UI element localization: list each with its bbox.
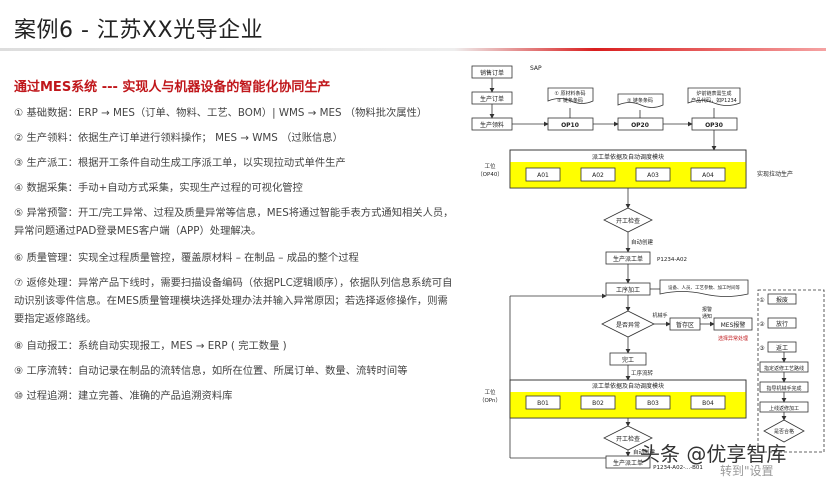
cell-b01 <box>525 395 561 410</box>
band1-label-1: 工位 <box>484 162 496 170</box>
diamond-qualified <box>763 419 805 443</box>
cell-b02 <box>580 395 616 410</box>
num-2: ② <box>759 321 765 328</box>
po-code-2-label: P1234-A02-...-B01 <box>653 465 703 471</box>
title-divider <box>0 48 826 51</box>
rework-process-label: 上线返修加工 <box>769 405 799 412</box>
list-item: ⑦ 返修处理：异常产品下线时，需要扫描设备编码（依据PLC逻辑顺序），依据队列信… <box>14 277 453 325</box>
list-item: ⑤ 异常预警：开工/完工异常、过程及质量异常等信息，MES将通过智能手表方式通知… <box>14 207 454 237</box>
flow-label: 工序流转 <box>631 369 654 377</box>
feature-list: ① 基础数据：ERP → MES（订单、物料、工艺、BOM）| WMS → ME… <box>14 104 454 412</box>
cell-b01-label: B01 <box>537 400 549 407</box>
alarm-label-2: 通知 <box>702 313 712 320</box>
box-dispatch-order-2 <box>605 455 651 469</box>
route-label: 指定返修工艺路线 <box>764 365 804 372</box>
cell-b03-label: B03 <box>647 400 659 407</box>
num-1: ① <box>759 297 764 304</box>
label-sales-order: 销售订单 <box>480 69 504 77</box>
label-op30: OP30 <box>705 122 723 129</box>
doc3-line2: 产品代码，如P1234 <box>691 97 737 104</box>
start-check-label: 开工检查 <box>616 217 640 225</box>
cell-a02-label: A02 <box>592 172 604 179</box>
rework-area <box>757 289 825 453</box>
page-title: 案例6 - 江苏XX光导企业 <box>14 18 264 43</box>
doc2-label: ② 链条条码 <box>627 97 653 104</box>
process-flow-diagram: SAP 销售订单 生产订单 生产领料 OP10 OP20 OP30 ① 原材料条… <box>471 65 825 471</box>
cell-b04 <box>690 395 726 410</box>
watermark: 头条 @优享智库 <box>640 442 787 466</box>
scrap-label: 报废 <box>776 296 788 304</box>
done-label: 完工 <box>622 356 634 364</box>
label-production-order: 生产订单 <box>480 95 504 103</box>
release-label: 放行 <box>776 320 788 328</box>
band1-label-2: （OP40） <box>477 171 503 178</box>
subtitle: 通过MES系统 --- 实现人与机器设备的智能化协同生产 <box>14 80 331 95</box>
box-rework <box>767 341 797 353</box>
list-item: ② 生产领料：依据生产订单进行领料操作； MES → WMS （过账信息） <box>14 132 343 144</box>
box-scrap <box>767 293 797 305</box>
dispatch-title-2: 派工单依据及自动调度模块 <box>592 382 664 390</box>
cell-b03 <box>635 395 671 410</box>
label-material: 生产领料 <box>480 121 504 129</box>
doc1-line1: ① 原材料条码 <box>554 90 585 97</box>
auto-create-2-label: 自动创建 <box>633 448 656 456</box>
cell-a01-label: A01 <box>537 172 549 179</box>
cell-a04-label: A04 <box>702 172 714 179</box>
label-op10: OP10 <box>561 122 579 129</box>
doc-shape <box>687 87 741 106</box>
box-mes-alarm <box>713 317 753 331</box>
dispatch-title-1: 派工单依据及自动调度模块 <box>592 153 664 161</box>
dispatch-order-label: 生产派工单 <box>613 255 643 263</box>
watermark-sub: 转到"设置 <box>720 464 774 478</box>
list-item: ③ 生产派工：根据开工条件自动生成工序派工单，以实现拉动式单件生产 <box>14 157 346 169</box>
manipulator-label-1: 机械手 <box>652 312 667 319</box>
pull-label: 实现拉动生产 <box>757 170 793 178</box>
cell-a03-label: A03 <box>647 172 659 179</box>
alarm-label-1: 报警 <box>702 306 712 313</box>
box-release <box>767 317 797 329</box>
band2-label-2: （OPn） <box>479 397 501 404</box>
dispatch-order-2-label: 生产派工单 <box>613 459 643 467</box>
cell-b02-label: B02 <box>592 400 604 407</box>
start-check-2-label: 开工检查 <box>616 435 640 443</box>
phone-note: 选择异常处理 <box>718 335 748 342</box>
rework-label: 返工 <box>776 345 788 352</box>
num-3: ③ <box>759 345 764 352</box>
auto-create-label: 自动创建 <box>631 238 654 246</box>
doc1-line2: ② 链条条码 <box>557 97 583 104</box>
mes-alarm-label: MES报警 <box>721 321 746 329</box>
cell-a02 <box>580 167 616 182</box>
cell-a04 <box>690 167 726 182</box>
doc-shape <box>547 87 594 104</box>
qualified-label: 是否合格 <box>774 428 794 435</box>
list-item: ⑧ 自动报工：系统自动实现报工，MES → ERP ( 完工数量 ) <box>14 340 287 352</box>
process-label: 工序加工 <box>616 286 640 294</box>
doc-info-label: 设备、人员、工艺参数、加工时间等 <box>668 284 740 291</box>
list-item: ④ 数据采集：手动+自动方式采集，实现生产过程的可视化管控 <box>14 182 303 194</box>
cell-b04-label: B04 <box>702 400 714 407</box>
cell-a03 <box>635 167 671 182</box>
label-op20: OP20 <box>631 122 649 129</box>
doc-shape <box>659 279 749 297</box>
band2-label-1: 工位 <box>484 388 496 396</box>
hold-area-label: 暂存区 <box>676 321 694 329</box>
manipulator-guide-label: 指导机械手完成 <box>766 385 801 392</box>
list-item: ⑩ 过程追溯：建立完善、准确的产品追溯资料库 <box>14 390 233 402</box>
cell-a01 <box>525 167 561 182</box>
doc-shape <box>617 93 664 108</box>
doc3-line1: 炉前链表需生成 <box>696 90 731 97</box>
list-item: ⑥ 质量管理：实现全过程质量管控，覆盖原材料 – 在制品 – 成品的整个过程 <box>14 252 359 264</box>
list-item: ⑨ 工序流转：自动记录在制品的流转信息，如所在位置、所属订单、数量、流转时间等 <box>14 365 408 377</box>
po-code-label: P1234-A02 <box>657 257 687 263</box>
sap-label: SAP <box>530 65 542 72</box>
anomaly-label: 是否异常 <box>616 321 640 329</box>
list-item: ① 基础数据：ERP → MES（订单、物料、工艺、BOM）| WMS → ME… <box>14 107 428 119</box>
